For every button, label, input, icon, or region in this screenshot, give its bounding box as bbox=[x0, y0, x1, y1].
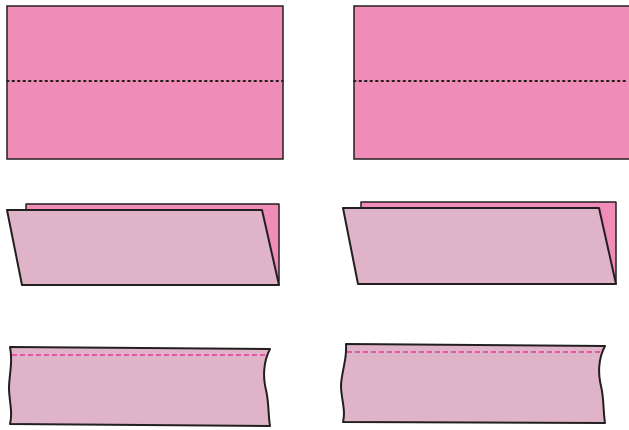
step-1-left bbox=[7, 6, 283, 159]
step-1-right bbox=[354, 6, 629, 159]
front-folded-layer bbox=[7, 210, 279, 285]
step-3-left bbox=[9, 347, 270, 426]
pink-sheet bbox=[7, 6, 283, 159]
front-folded-layer bbox=[343, 208, 616, 284]
step-2-right bbox=[343, 202, 616, 284]
pink-sheet bbox=[354, 6, 629, 159]
step-2-left bbox=[7, 204, 279, 285]
step-3-right bbox=[341, 344, 605, 423]
stitched-strip bbox=[341, 344, 605, 423]
stitched-strip bbox=[9, 347, 270, 426]
